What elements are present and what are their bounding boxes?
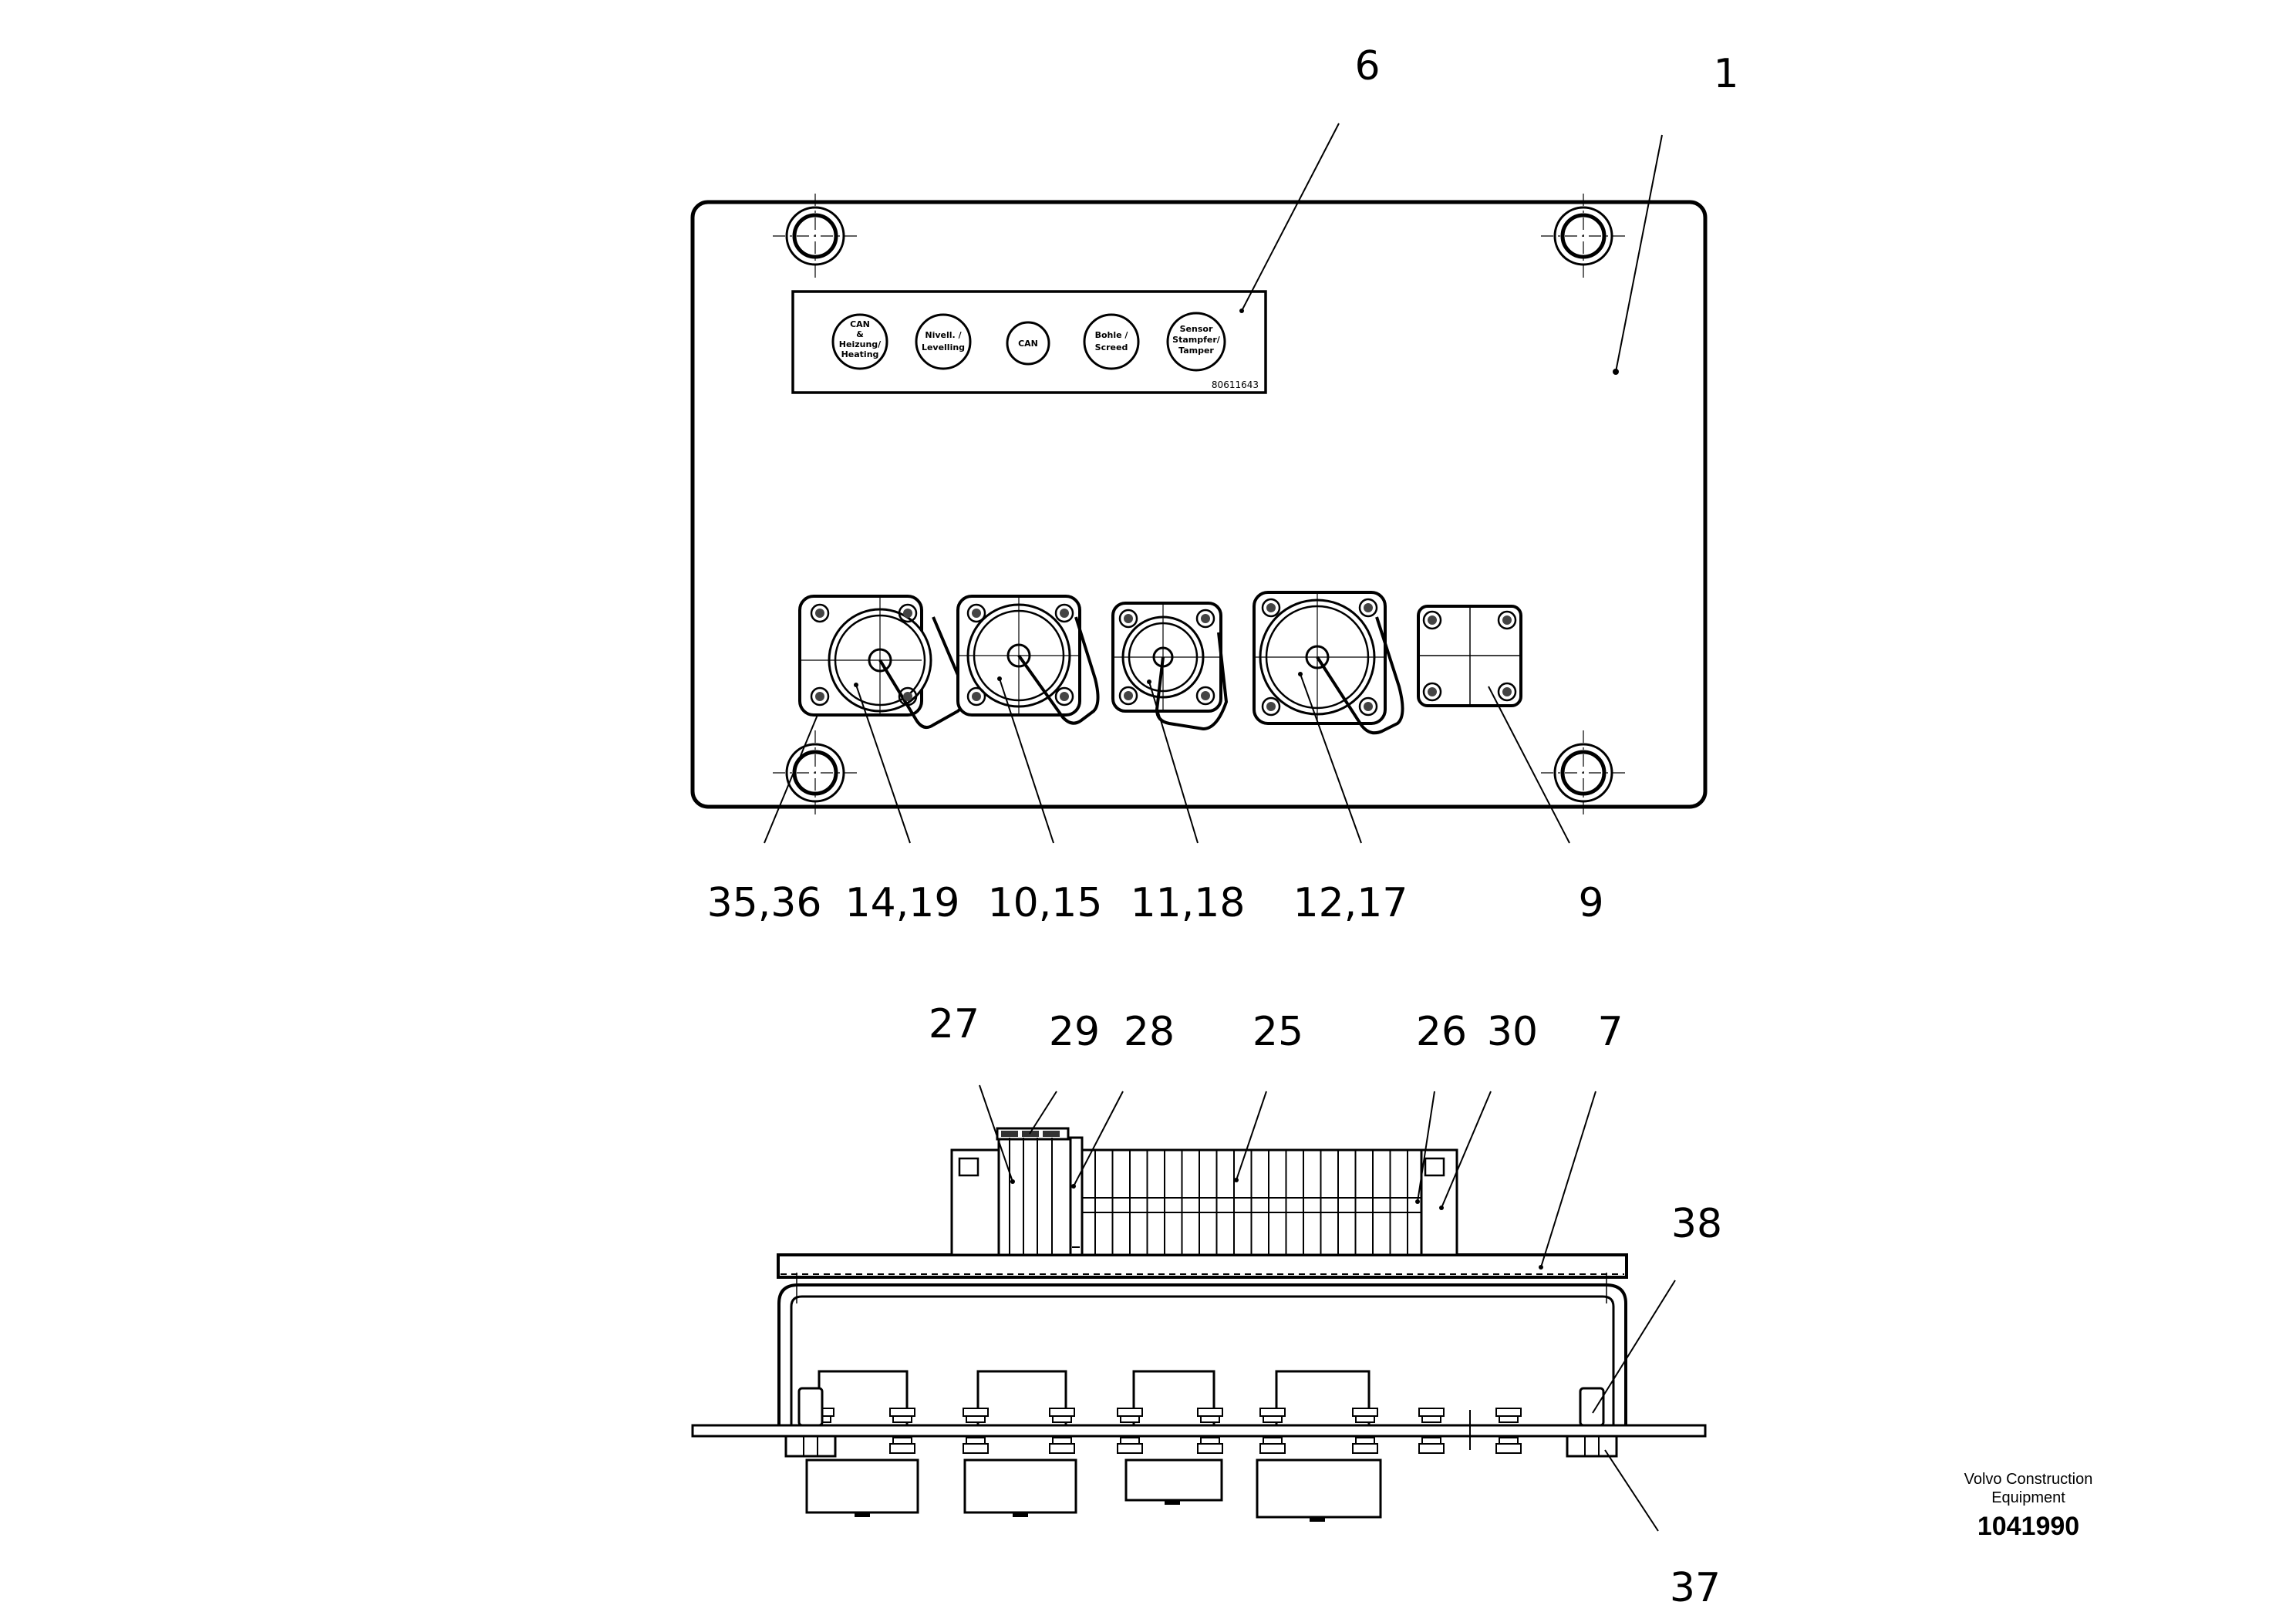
callout-7: 7 xyxy=(1597,1009,1623,1055)
callout-38: 38 xyxy=(1671,1201,1722,1247)
connector-socket-screed xyxy=(1253,591,1404,735)
socket-label-4-line-0: Sensor xyxy=(1180,324,1213,334)
socket-label-1-line-1: Levelling xyxy=(922,342,965,352)
callout-28: 28 xyxy=(1124,1009,1175,1055)
socket-label-3-line-0: Bohle / xyxy=(1095,330,1129,340)
connector-socket-heating xyxy=(798,595,965,730)
callout-26: 26 xyxy=(1416,1009,1467,1055)
brand-line-2: Equipment xyxy=(1991,1489,2065,1506)
callout-11-18: 11,18 xyxy=(1131,880,1246,926)
connector-socket-levelling xyxy=(956,595,1100,725)
top-view: CAN & Heizung/ Heating Nivell. / Levelli… xyxy=(690,123,1708,844)
blanking-plate xyxy=(1417,605,1522,707)
callout-10-15: 10,15 xyxy=(988,880,1103,926)
terminal-blocks xyxy=(950,1127,1543,1270)
callout-30: 30 xyxy=(1487,1009,1538,1055)
callout-25: 25 xyxy=(1253,1009,1303,1055)
brand-line-1: Volvo Construction xyxy=(1964,1471,2093,1488)
callout-1: 1 xyxy=(1713,51,1738,97)
callout-37: 37 xyxy=(1670,1565,1721,1611)
document-number: 1041990 xyxy=(1977,1512,2080,1541)
base-plate xyxy=(691,1424,1707,1438)
label-plate-part-code: 80611643 xyxy=(1212,379,1259,390)
socket-label-0-line-1: & xyxy=(856,329,864,339)
socket-label-0-line-0: CAN xyxy=(850,319,870,329)
connector-socket-can xyxy=(1111,602,1229,731)
callout-35-36: 35,36 xyxy=(707,880,822,926)
callout-6: 6 xyxy=(1354,43,1380,89)
callout-27: 27 xyxy=(929,1001,979,1047)
leader-lines-top xyxy=(764,123,1663,844)
brand-block: Volvo Construction Equipment 1041990 xyxy=(1897,1470,2159,1546)
socket-label-4-line-1: Stampfer/ xyxy=(1172,335,1221,345)
socket-label-3-line-1: Screed xyxy=(1095,342,1128,352)
socket-label-0-line-2: Heizung/ xyxy=(839,339,882,349)
socket-label-2-line-0: CAN xyxy=(1018,339,1038,349)
side-view xyxy=(691,1084,1707,1532)
socket-label-1-line-0: Nivell. / xyxy=(925,330,962,340)
callout-14-19: 14,19 xyxy=(845,880,960,926)
label-plate: CAN & Heizung/ Heating Nivell. / Levelli… xyxy=(791,290,1267,394)
callout-12-17: 12,17 xyxy=(1293,880,1408,926)
leader-lines-side xyxy=(979,1084,1676,1532)
callout-29: 29 xyxy=(1049,1009,1100,1055)
callout-labels: 6 1 35,36 14,19 10,15 11,18 12,17 9 27 2… xyxy=(707,43,1739,1611)
socket-label-4-line-2: Tamper xyxy=(1178,346,1214,356)
socket-label-0-line-3: Heating xyxy=(841,349,879,359)
callout-9: 9 xyxy=(1578,880,1603,926)
